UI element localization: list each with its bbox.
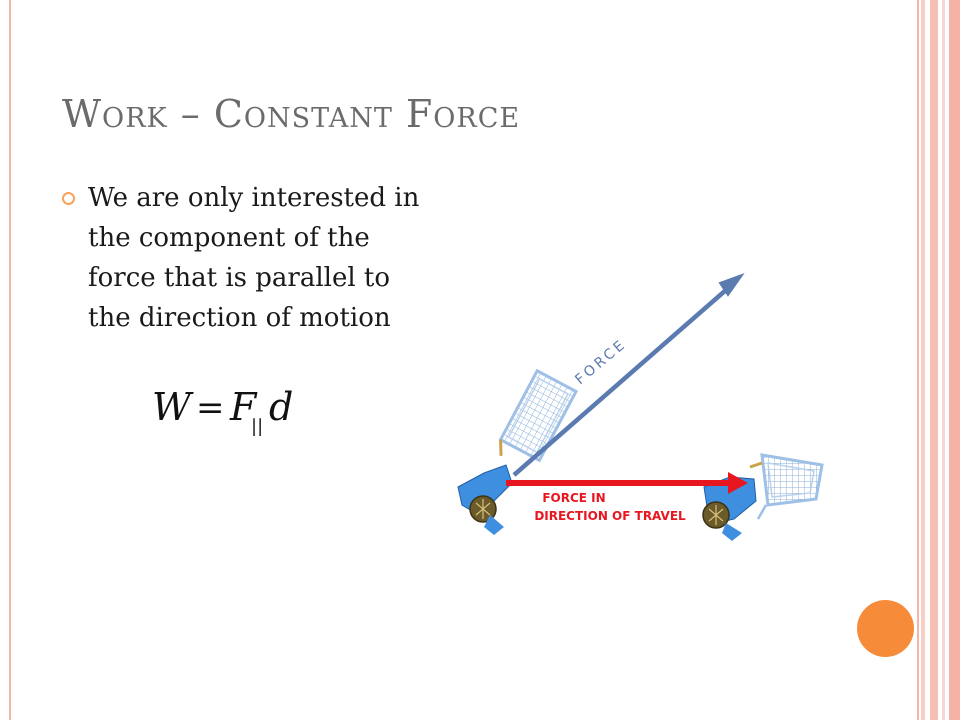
slide-title: Work – Constant Force	[62, 92, 521, 136]
upright-cart-icon	[749, 453, 824, 520]
equation-subscript: ||	[251, 416, 263, 436]
tilted-cart-icon	[498, 368, 579, 463]
accent-circle	[857, 600, 914, 657]
side-stripe	[942, 0, 945, 720]
travel-label-line1: FORCE IN	[542, 491, 605, 505]
cart-force-figure: FORCE FORCE IN DIRECTION OF TRAVEL	[457, 272, 824, 541]
equation-w: W	[152, 385, 194, 429]
side-stripe	[921, 0, 925, 720]
side-stripe	[949, 0, 960, 720]
force-arrow	[512, 272, 745, 477]
left-hand-icon	[457, 464, 513, 535]
equation-f: F	[229, 385, 258, 429]
right-hand-icon	[702, 476, 757, 541]
travel-direction-arrow	[506, 472, 748, 494]
slide-frame	[9, 0, 919, 720]
bullet-text: We are only interested in the component …	[88, 183, 420, 333]
equation-d: d	[269, 385, 293, 429]
work-equation: W = F || d	[152, 385, 293, 436]
side-stripe	[930, 0, 938, 720]
travel-label-line2: DIRECTION OF TRAVEL	[534, 509, 686, 523]
equation-equals: =	[196, 388, 225, 428]
bullet-ring-icon	[62, 192, 75, 205]
